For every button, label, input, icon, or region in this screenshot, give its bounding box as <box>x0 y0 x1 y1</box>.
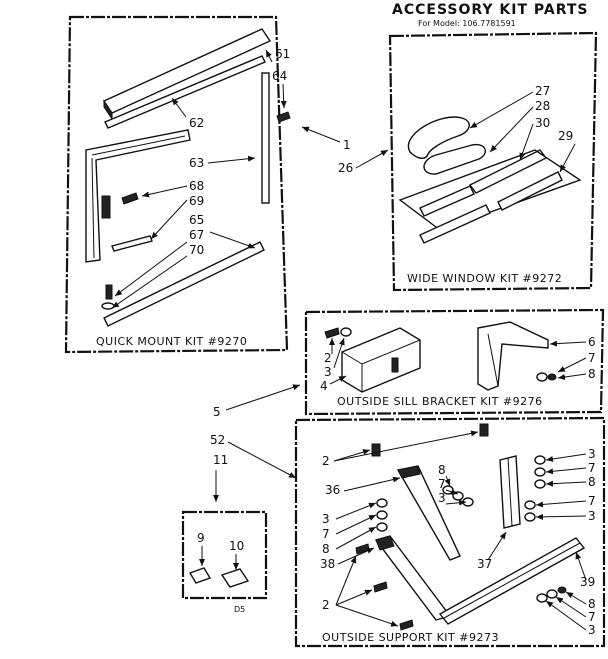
label-support-7b: 7 <box>322 527 330 541</box>
label-sill-3: 3 <box>324 365 332 379</box>
label-support-2a: 2 <box>322 454 330 468</box>
bracket-36-part <box>396 465 461 561</box>
label-support-7a: 7 <box>438 477 446 491</box>
label-9: 9 <box>197 531 205 545</box>
label-support-7e: 7 <box>588 610 596 624</box>
label-sill-4: 4 <box>320 379 328 393</box>
label-support-3c: 3 <box>588 447 596 461</box>
wide-window-kit-caption: WIDE WINDOW KIT #9272 <box>407 272 562 285</box>
label-support-8d: 8 <box>588 597 596 611</box>
label-5: 5 <box>213 405 221 419</box>
label-61: 61 <box>275 47 290 61</box>
label-sill-7: 7 <box>588 351 596 365</box>
frame-panel-part <box>85 129 191 263</box>
label-63: 63 <box>189 156 204 170</box>
label-sill-6: 6 <box>588 335 596 349</box>
label-support-7d: 7 <box>588 494 596 508</box>
bottom-strip-part <box>103 241 265 327</box>
label-support-8c: 8 <box>588 475 596 489</box>
sill-bracket-part <box>341 327 421 393</box>
label-support-3d: 3 <box>588 509 596 523</box>
sill-bracket-kit-caption: OUTSIDE SILL BRACKET KIT #9276 <box>337 395 543 408</box>
label-30: 30 <box>535 116 550 130</box>
clip-part <box>188 567 212 584</box>
seal-strip-part <box>104 55 266 129</box>
label-sill-8: 8 <box>588 367 596 381</box>
quick-mount-kit-panel: 61 64 62 63 68 69 65 67 70 QUICK MOUNT K… <box>64 15 291 354</box>
seal-loop-part <box>407 116 470 159</box>
label-52: 52 <box>210 433 225 447</box>
label-39: 39 <box>580 575 595 589</box>
label-70: 70 <box>189 243 204 257</box>
label-69: 69 <box>189 194 204 208</box>
label-68: 68 <box>189 179 204 193</box>
label-sill-2: 2 <box>324 351 332 365</box>
label-10: 10 <box>229 539 244 553</box>
vertical-post-part <box>261 72 270 204</box>
arm-38-part <box>374 535 452 621</box>
support-kit-caption: OUTSIDE SUPPORT KIT #9273 <box>322 631 499 644</box>
diagram-title: ACCESSORY KIT PARTS <box>392 2 589 18</box>
label-d5: D5 <box>234 605 245 614</box>
label-28: 28 <box>535 99 550 113</box>
sill-bracket-kit-panel: 2 3 4 6 7 8 OUTSIDE SILL BRACKET KIT #92… <box>304 308 605 416</box>
clip-part <box>220 568 250 588</box>
label-1: 1 <box>343 138 351 152</box>
label-support-7c: 7 <box>588 461 596 475</box>
label-37: 37 <box>477 557 492 571</box>
label-29: 29 <box>558 129 573 143</box>
label-11: 11 <box>213 453 228 467</box>
model-number: For Model: 106.7781591 <box>418 19 516 28</box>
label-support-8a: 8 <box>438 463 446 477</box>
label-67: 67 <box>189 228 204 242</box>
label-65: 65 <box>189 213 204 227</box>
screw-part <box>121 192 139 205</box>
label-support-8b: 8 <box>322 542 330 556</box>
quick-mount-kit-caption: QUICK MOUNT KIT #9270 <box>96 335 247 348</box>
label-support-3e: 3 <box>588 623 596 637</box>
label-62: 62 <box>189 116 204 130</box>
label-support-2b: 2 <box>322 598 330 612</box>
d5-parts-box: 9 10 D5 <box>181 510 268 614</box>
support-kit-panel: 2 36 8 7 3 3 7 8 38 37 3 7 8 7 3 39 2 8 … <box>294 416 606 648</box>
label-38: 38 <box>320 557 335 571</box>
label-36: 36 <box>325 483 340 497</box>
label-64: 64 <box>272 69 287 83</box>
label-26: 26 <box>338 161 353 175</box>
label-27: 27 <box>535 84 550 98</box>
wide-window-kit-panel: 27 28 30 29 WIDE WINDOW KIT #9272 <box>388 31 598 292</box>
label-support-3b: 3 <box>322 512 330 526</box>
label-support-3a: 3 <box>438 491 446 505</box>
